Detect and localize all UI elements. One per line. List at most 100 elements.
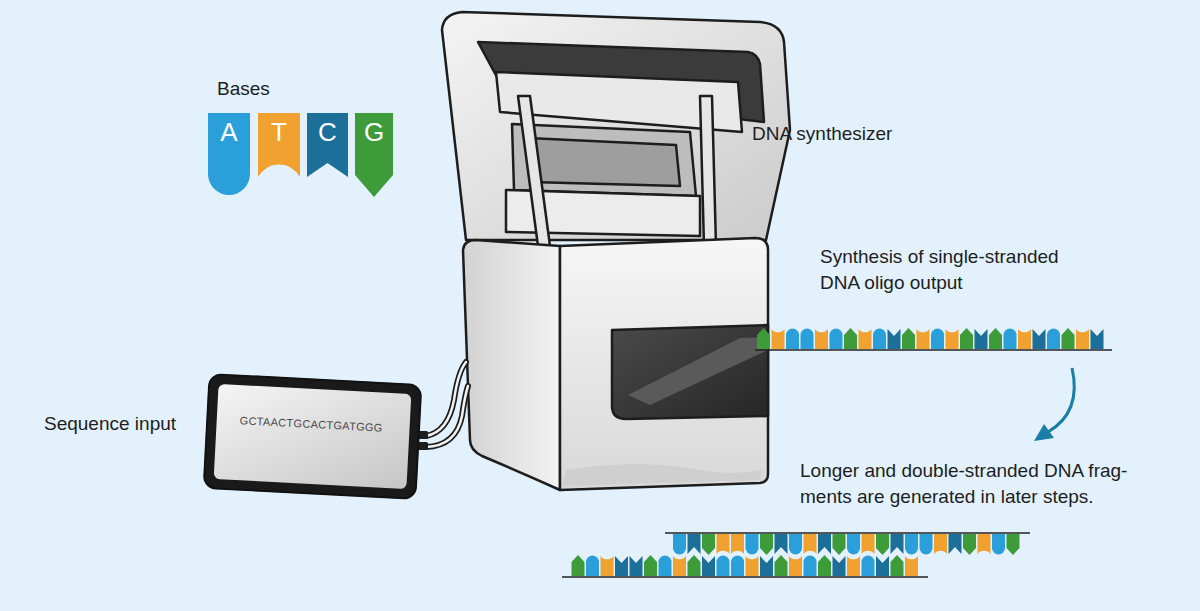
- base: [630, 556, 643, 576]
- base: [931, 329, 944, 350]
- base: [1062, 328, 1075, 349]
- base: [934, 534, 947, 554]
- strand-bases: [572, 555, 919, 576]
- base: [789, 534, 802, 555]
- base: [818, 534, 831, 554]
- base: [659, 556, 672, 577]
- base-letter: G: [355, 117, 393, 147]
- annotation-label: Synthesis of single-stranded DNA oligo o…: [820, 244, 1090, 296]
- base: [905, 556, 918, 576]
- annotation-label: Sequence input: [44, 411, 224, 437]
- base: [804, 534, 817, 554]
- base-tile: T: [258, 113, 300, 177]
- base: [801, 329, 814, 350]
- base: [949, 534, 962, 554]
- arrow-shaft: [1048, 368, 1074, 432]
- base: [859, 329, 872, 349]
- base: [746, 556, 759, 576]
- base: [876, 534, 889, 555]
- base: [673, 556, 686, 576]
- base: [804, 556, 817, 577]
- base-shape: [355, 113, 393, 197]
- base: [601, 556, 614, 576]
- base: [891, 534, 904, 554]
- strand-bases: [757, 328, 1104, 349]
- base: [891, 555, 904, 576]
- body-side: [463, 240, 560, 490]
- base: [760, 556, 773, 576]
- lid-shell: [442, 12, 790, 240]
- base: [688, 534, 701, 554]
- base: [946, 329, 959, 349]
- body-front: [560, 238, 768, 490]
- tablet-display: [214, 384, 412, 489]
- arrow-head: [1034, 424, 1054, 441]
- base: [789, 556, 802, 576]
- base: [1004, 329, 1017, 350]
- base: [830, 329, 843, 350]
- base: [772, 329, 785, 349]
- base: [1018, 329, 1031, 349]
- base: [902, 328, 915, 349]
- annotation-label: Longer and double-stranded DNA frag- men…: [800, 458, 1150, 510]
- window: [612, 325, 768, 419]
- base: [586, 556, 599, 577]
- base: [572, 555, 585, 576]
- base: [847, 556, 860, 576]
- base: [760, 534, 773, 555]
- base: [960, 328, 973, 349]
- base-tile: A: [208, 113, 250, 195]
- base: [731, 534, 744, 554]
- single-strand: [755, 328, 1112, 350]
- annotation-label: Bases: [217, 76, 337, 102]
- base: [815, 329, 828, 349]
- base-tile: C: [307, 113, 348, 177]
- base: [731, 556, 744, 577]
- cable-outline: [426, 386, 468, 447]
- base-letter: T: [258, 117, 300, 147]
- base: [786, 329, 799, 350]
- base: [702, 534, 715, 555]
- base: [992, 534, 1005, 555]
- base: [917, 329, 930, 349]
- window-reflection: [628, 337, 768, 405]
- base: [862, 556, 875, 577]
- base: [847, 534, 860, 555]
- base: [818, 555, 831, 576]
- base: [876, 556, 889, 576]
- base: [905, 534, 918, 555]
- base: [746, 534, 759, 555]
- base: [844, 328, 857, 349]
- cable-core: [426, 386, 468, 447]
- base: [673, 534, 686, 555]
- strut: [518, 96, 550, 246]
- strut: [700, 96, 716, 246]
- base-tile: G: [355, 113, 393, 197]
- base: [978, 534, 991, 554]
- base-shape: [258, 113, 300, 177]
- base: [975, 329, 988, 349]
- body-shade: [562, 464, 762, 486]
- annotation-label: DNA synthesizer: [752, 121, 972, 147]
- base-letter: A: [208, 117, 250, 147]
- base: [920, 534, 933, 555]
- base: [775, 555, 788, 576]
- base: [615, 556, 628, 576]
- backbone: [665, 532, 1030, 534]
- base: [757, 328, 770, 349]
- base: [644, 555, 657, 576]
- base-shape: [208, 113, 250, 195]
- base: [702, 556, 715, 576]
- base: [1047, 329, 1060, 350]
- base: [775, 534, 788, 554]
- base: [873, 329, 886, 350]
- base: [1091, 329, 1104, 349]
- dna-synthesizer: [442, 12, 790, 490]
- base: [862, 534, 875, 554]
- base-letter: C: [307, 117, 348, 147]
- base: [833, 534, 846, 555]
- base: [717, 534, 730, 554]
- strand-bases: [673, 534, 1020, 555]
- base: [833, 556, 846, 576]
